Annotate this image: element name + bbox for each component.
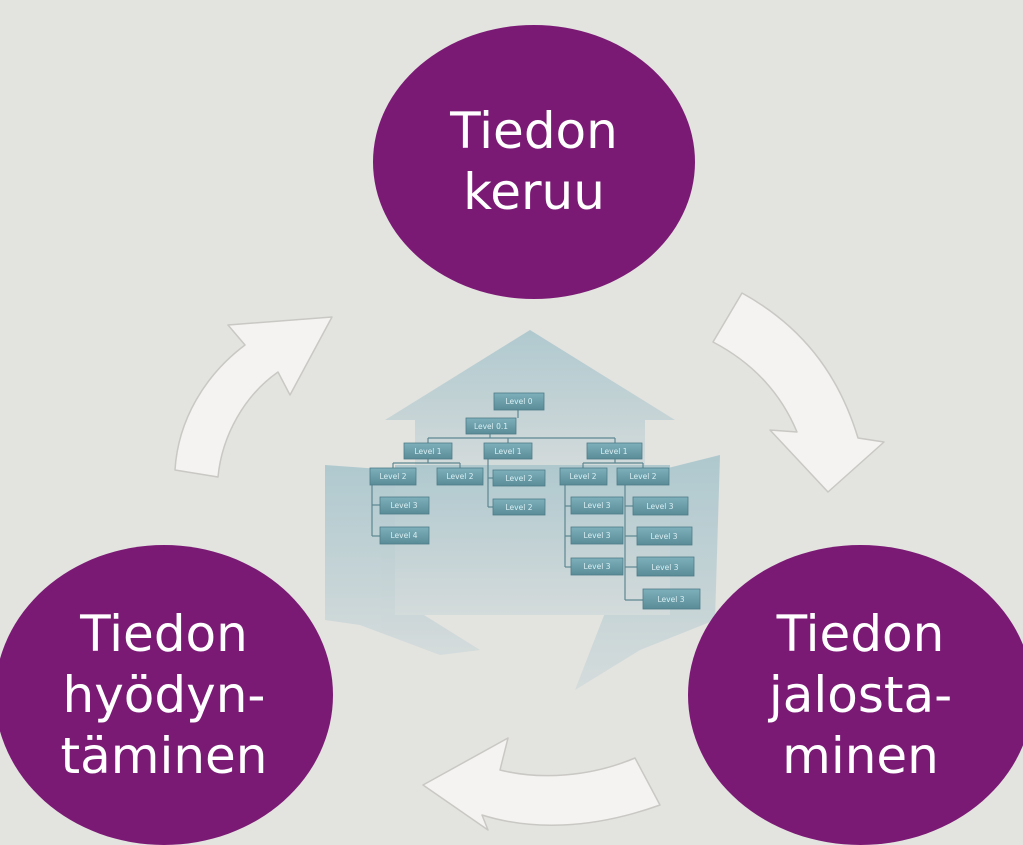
cycle-node-collect: Tiedon keruu xyxy=(373,25,695,299)
box-label-level-0-1: Level 0.1 xyxy=(474,422,508,431)
box-label-level-1: Level 1 xyxy=(415,447,442,456)
box-level-4: Level 4 xyxy=(379,526,430,545)
box-level-3-b: Level 3 xyxy=(570,496,624,515)
box-level-2-c: Level 2 xyxy=(492,469,546,487)
box-level-0-1: Level 0.1 xyxy=(465,417,517,435)
node-refine-line-3: minen xyxy=(782,726,939,785)
box-level-1-b: Level 1 xyxy=(483,442,533,460)
box-label-level-3: Level 3 xyxy=(647,502,674,511)
box-level-2-e: Level 2 xyxy=(559,467,608,486)
node-refine-line-2: jalosta- xyxy=(768,665,953,724)
node-collect-line-2: keruu xyxy=(463,163,605,221)
box-label-level-4: Level 4 xyxy=(391,531,418,540)
cycle-arrow-right-to-left xyxy=(422,737,661,831)
box-level-1-c: Level 1 xyxy=(586,442,643,460)
box-label-level-1: Level 1 xyxy=(495,447,522,456)
box-level-3-g: Level 3 xyxy=(636,556,695,577)
cycle-arrow-left-to-top xyxy=(174,316,333,478)
cycle-arrow-top-to-right xyxy=(712,292,885,493)
box-label-level-3: Level 3 xyxy=(584,501,611,510)
node-refine-line-1: Tiedon xyxy=(776,604,945,663)
node-collect-line-1: Tiedon xyxy=(450,102,618,160)
box-level-1-a: Level 1 xyxy=(403,442,453,460)
box-level-3-h: Level 3 xyxy=(642,588,701,610)
box-label-level-2: Level 2 xyxy=(506,474,533,483)
box-level-2-d: Level 2 xyxy=(492,498,546,516)
box-level-3-d: Level 3 xyxy=(570,557,624,576)
box-label-level-0: Level 0 xyxy=(506,397,533,406)
box-level-3-a: Level 3 xyxy=(379,496,430,515)
node-utilize-line-1: Tiedon xyxy=(80,604,248,663)
box-level-2-f: Level 2 xyxy=(616,467,670,486)
box-level-0: Level 0 xyxy=(493,392,545,411)
cycle-node-refine: Tiedon jalosta- minen xyxy=(688,545,1023,845)
box-label-level-2: Level 2 xyxy=(570,472,597,481)
box-label-level-2: Level 2 xyxy=(630,472,657,481)
box-level-3-c: Level 3 xyxy=(570,526,624,545)
hierarchy-chart: Level 0 Level 0.1 Level 1 Level 1 Level … xyxy=(369,392,701,610)
node-utilize-line-2: hyödyn- xyxy=(62,665,266,724)
box-level-2-a: Level 2 xyxy=(369,467,417,486)
box-label-level-3: Level 3 xyxy=(584,562,611,571)
box-level-3-e: Level 3 xyxy=(632,496,689,516)
box-label-level-1: Level 1 xyxy=(601,447,628,456)
box-label-level-2: Level 2 xyxy=(447,472,474,481)
node-utilize-line-3: täminen xyxy=(60,726,268,785)
box-label-level-3: Level 3 xyxy=(391,501,418,510)
box-level-2-b: Level 2 xyxy=(436,467,484,486)
cycle-node-utilize: Tiedon hyödyn- täminen xyxy=(0,545,333,845)
box-label-level-3: Level 3 xyxy=(652,563,679,572)
box-level-3-f: Level 3 xyxy=(636,526,693,546)
box-label-level-3: Level 3 xyxy=(658,595,685,604)
box-label-level-3: Level 3 xyxy=(584,531,611,540)
box-label-level-2: Level 2 xyxy=(506,503,533,512)
box-label-level-3: Level 3 xyxy=(651,532,678,541)
hierarchy-connectors xyxy=(371,410,644,601)
box-label-level-2: Level 2 xyxy=(380,472,407,481)
